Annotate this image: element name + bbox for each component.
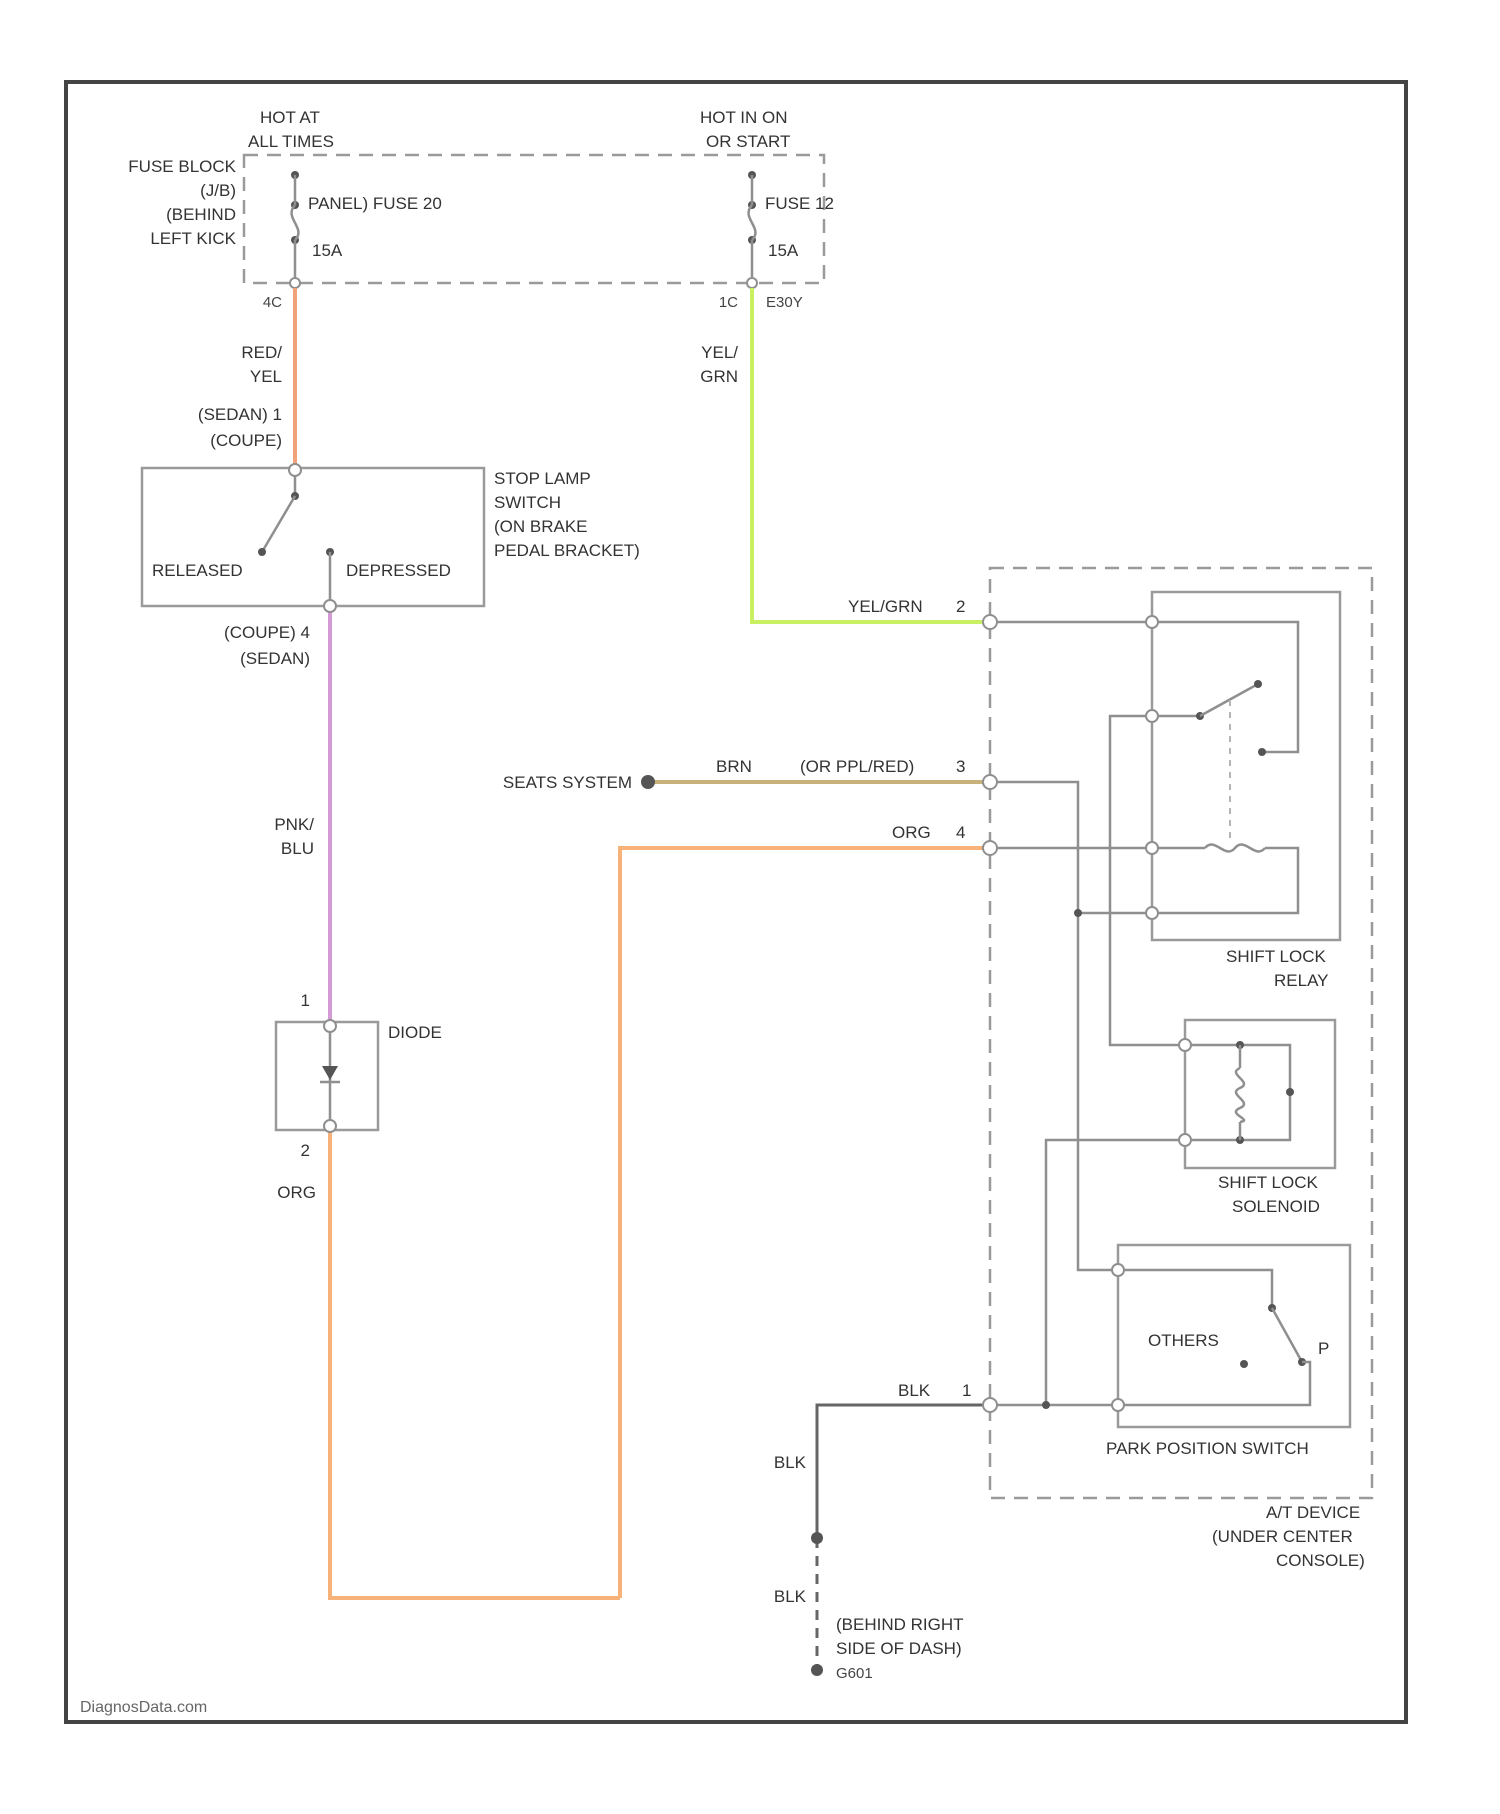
seats-system-connector [641,775,655,789]
diode-pin-2: 2 [301,1141,310,1160]
wire-label-org: ORG [277,1183,316,1202]
wire-label-blk-lower: BLK [774,1587,807,1606]
fuse-right-rating: 15A [768,241,799,260]
park-switch-others: OTHERS [1148,1331,1219,1350]
fuse-left-name: PANEL) FUSE 20 [308,194,442,213]
ground-point-icon [811,1664,823,1676]
relay-coil [1205,845,1265,852]
park-switch-contact-arm [1272,1308,1302,1362]
wire-label-sedan-coupe-2: (COUPE) [210,431,282,450]
shift-lock-relay-box [1152,592,1340,940]
fuse-pin-right: 1C [719,294,738,311]
stop-lamp-depressed: DEPRESSED [346,561,451,580]
hot-in-on-2: OR START [706,132,790,151]
watermark: DiagnosData.com [80,1699,207,1716]
diode: DIODE 1 2 [276,991,442,1160]
wire-label-blk-upper: BLK [774,1453,807,1472]
park-position-switch-label: PARK POSITION SWITCH [1106,1439,1309,1458]
fuse-block-outline [244,155,824,283]
diagram-frame [66,82,1406,1722]
wire-label-red-yel-1: RED/ [241,343,282,362]
wire-label-red-yel-2: YEL [250,367,282,386]
stop-lamp-switch: RELEASED DEPRESSED STOP LAMP SWITCH (ON … [142,464,640,612]
wire-label-org-a: ORG [892,823,931,842]
wire-label-yel-grn-2: GRN [700,367,738,386]
at-device [983,568,1372,1498]
wire-org-a [620,848,983,1598]
wire-label-coupe-sedan-1: (COUPE) 4 [224,623,310,642]
wire-label-pnk-blu-2: BLU [281,839,314,858]
wire-pin-2: 2 [956,597,965,616]
solenoid-coil [1236,1068,1244,1122]
stop-lamp-label-3: (ON BRAKE [494,517,588,536]
fuse-pin-right-extra: E30Y [766,294,803,311]
stop-lamp-switch-box [142,468,484,606]
ground-id: G601 [836,1665,873,1682]
ground-label-1: (BEHIND RIGHT [836,1615,964,1634]
shift-lock-solenoid: SHIFT LOCK SOLENOID [1179,1020,1335,1216]
stop-lamp-label-2: SWITCH [494,493,561,512]
fuse-block-label-4: LEFT KICK [150,229,236,248]
wire-pin-3: 3 [956,757,965,776]
fuse-right-name: FUSE 12 [765,194,834,213]
wire-label-blk: BLK [898,1381,931,1400]
wire-org [330,1130,620,1598]
diode-pin-1: 1 [301,991,310,1010]
park-switch-p: P [1318,1339,1329,1358]
wire-label-sedan-coupe-1: (SEDAN) 1 [198,405,282,424]
wire-blk [817,1405,983,1535]
shift-lock-relay-label-2: RELAY [1274,971,1329,990]
shift-lock-solenoid-box [1185,1020,1335,1168]
wire-label-brn-alt: (OR PPL/RED) [800,757,914,776]
stop-lamp-released: RELEASED [152,561,243,580]
fuse-left-rating: 15A [312,241,343,260]
wire-label-yel-grn-1: YEL/ [701,343,738,362]
wire-label-coupe-sedan-2: (SEDAN) [240,649,310,668]
fuse-right-element [749,205,756,240]
wire-yel-grn [752,288,983,622]
shift-lock-relay: SHIFT LOCK RELAY [1146,592,1340,990]
park-position-switch: OTHERS P PARK POSITION SWITCH [1106,1245,1350,1458]
shift-lock-relay-label-1: SHIFT LOCK [1226,947,1326,966]
wire-pin-1: 1 [962,1381,971,1400]
diode-symbol [322,1066,338,1080]
shift-lock-solenoid-label-2: SOLENOID [1232,1197,1320,1216]
diode-label: DIODE [388,1023,442,1042]
wire-label-pnk-blu-1: PNK/ [274,815,314,834]
stop-lamp-label-4: PEDAL BRACKET) [494,541,640,560]
at-device-outline [990,568,1372,1498]
hot-at-all-times-2: ALL TIMES [248,132,334,151]
ground-label-2: SIDE OF DASH) [836,1639,962,1658]
fuse-block-label-1: FUSE BLOCK [128,157,236,176]
fuse-block-label-2: (J/B) [200,181,236,200]
seats-system-label: SEATS SYSTEM [503,773,632,792]
shift-lock-solenoid-label-1: SHIFT LOCK [1218,1173,1318,1192]
hot-at-all-times-1: HOT AT [260,108,320,127]
stop-lamp-contact-arm [262,496,295,552]
fuse-block-label-3: (BEHIND [166,205,236,224]
ground-splice [811,1532,823,1544]
stop-lamp-label-1: STOP LAMP [494,469,591,488]
at-device-label-2: (UNDER CENTER [1212,1527,1353,1546]
fuse-block: HOT AT ALL TIMES HOT IN ON OR START FUSE… [128,108,834,311]
ground: (BEHIND RIGHT SIDE OF DASH) G601 [811,1532,964,1682]
fuse-left-element [292,205,299,240]
fuse-pin-left: 4C [263,294,282,311]
at-device-label-3: CONSOLE) [1276,1551,1365,1570]
wire-label-brn: BRN [716,757,752,776]
wire-pin-4: 4 [956,823,965,842]
wire-label-yel-grn-a: YEL/GRN [848,597,923,616]
diode-box [276,1022,378,1130]
at-device-label-1: A/T DEVICE [1266,1503,1360,1522]
hot-in-on-1: HOT IN ON [700,108,788,127]
